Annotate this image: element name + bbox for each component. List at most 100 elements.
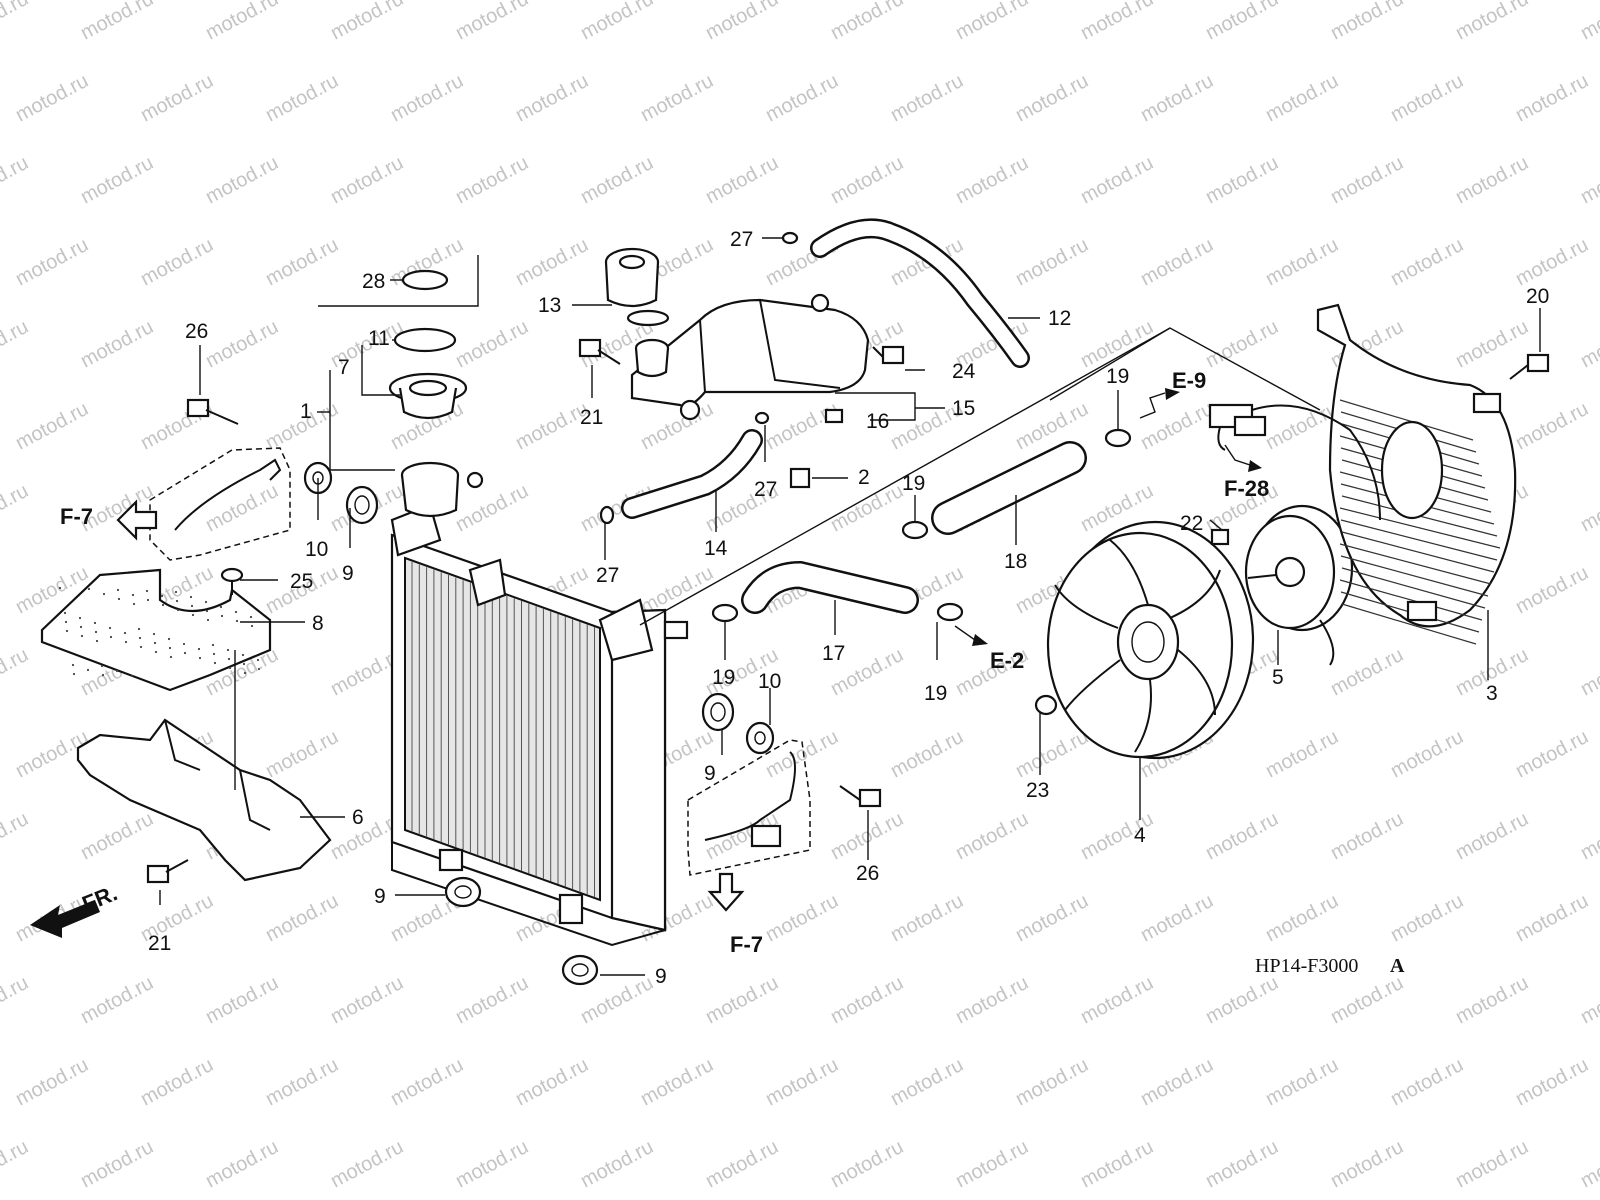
watermark-text: motod.ru	[637, 398, 717, 454]
wire-bracket-upper	[149, 447, 291, 561]
watermark-text: motod.ru	[1387, 726, 1467, 782]
callout-27-c: 27	[596, 564, 619, 587]
watermark-text: motod.ru	[1137, 398, 1217, 454]
watermark-text: motod.ru	[1137, 70, 1217, 126]
callout-7: 7	[338, 356, 350, 379]
watermark-text: motod.ru	[1327, 644, 1407, 700]
callout-26-b: 26	[856, 862, 879, 885]
watermark-text: motod.ru	[77, 316, 157, 372]
hoses	[621, 218, 1087, 614]
watermark-text: motod.ru	[512, 1054, 592, 1110]
watermark-text: motod.ru	[262, 726, 342, 782]
watermark-text: motod.ru	[1577, 972, 1600, 1028]
watermark-text: motod.ru	[327, 0, 407, 44]
watermark-text: motod.ru	[827, 0, 907, 44]
watermark-text: motod.ru	[1577, 808, 1600, 864]
callout-19-d: 19	[924, 682, 947, 705]
watermark-text: motod.ru	[1137, 1054, 1217, 1110]
callout-19-a: 19	[1106, 365, 1129, 388]
callout-20: 20	[1526, 285, 1549, 308]
watermark-text: motod.ru	[1387, 1054, 1467, 1110]
watermark-text: motod.ru	[452, 480, 532, 536]
watermark-text: motod.ru	[1327, 972, 1407, 1028]
watermark-text: motod.ru	[1262, 1054, 1342, 1110]
watermark-text: motod.ru	[0, 0, 32, 44]
watermark-text: motod.ru	[1012, 890, 1092, 946]
watermark-text: motod.ru	[1202, 972, 1282, 1028]
watermark-text: motod.ru	[77, 1136, 157, 1192]
ref-f7-left: F-7	[60, 504, 93, 529]
watermark-text: motod.ru	[702, 152, 782, 208]
callout-15: 15	[952, 397, 975, 420]
watermark-text: motod.ru	[637, 70, 717, 126]
callout-9-b: 9	[704, 762, 716, 785]
watermark-text: motod.ru	[952, 1136, 1032, 1192]
watermark-text: motod.ru	[1452, 972, 1532, 1028]
watermark-text: motod.ru	[327, 1136, 407, 1192]
watermark-text: motod.ru	[0, 1136, 32, 1192]
watermark-text: motod.ru	[327, 972, 407, 1028]
callout-19-b: 19	[902, 472, 925, 495]
watermark-text: motod.ru	[1452, 152, 1532, 208]
watermark-text: motod.ru	[952, 808, 1032, 864]
watermark-text: motod.ru	[202, 480, 282, 536]
watermark-text: motod.ru	[0, 152, 32, 208]
radiator-cap	[388, 269, 468, 420]
watermark-text: motod.ru	[762, 398, 842, 454]
watermark-text: motod.ru	[1387, 890, 1467, 946]
watermark-text: motod.ru	[137, 234, 217, 290]
watermark-text: motod.ru	[0, 480, 32, 536]
watermark-text: motod.ru	[637, 1054, 717, 1110]
watermark-text: motod.ru	[1452, 316, 1532, 372]
leader-lines	[159, 237, 1541, 976]
watermark-text: motod.ru	[887, 726, 967, 782]
watermark-text: motod.ru	[1202, 316, 1282, 372]
callout-11: 11	[368, 327, 390, 350]
watermark-text: motod.ru	[1262, 234, 1342, 290]
watermark-text: motod.ru	[1577, 644, 1600, 700]
watermark-text: motod.ru	[452, 152, 532, 208]
watermark-text: motod.ru	[762, 726, 842, 782]
callout-6: 6	[352, 806, 364, 829]
watermark-text: motod.ru	[202, 1136, 282, 1192]
watermark-text: motod.ru	[577, 0, 657, 44]
watermark-text: motod.ru	[262, 234, 342, 290]
watermark-text: motod.ru	[1077, 152, 1157, 208]
fan-shroud	[1316, 303, 1517, 645]
watermark-text: motod.ru	[1262, 70, 1342, 126]
watermark-text: motod.ru	[1262, 890, 1342, 946]
watermark-text: motod.ru	[577, 1136, 657, 1192]
watermark-text: motod.ru	[1327, 152, 1407, 208]
watermark-text: motod.ru	[0, 972, 32, 1028]
watermark-text: motod.ru	[1577, 480, 1600, 536]
watermark-text: motod.ru	[452, 0, 532, 44]
callout-27-a: 27	[730, 228, 753, 251]
watermark-text: motod.ru	[452, 1136, 532, 1192]
fan-motor	[1244, 504, 1354, 666]
callout-3: 3	[1486, 682, 1498, 705]
callout-21-a: 21	[580, 406, 603, 429]
watermark-text: motod.ru	[702, 0, 782, 44]
watermark-text: motod.ru	[12, 1054, 92, 1110]
watermark-text: motod.ru	[702, 1136, 782, 1192]
watermark-text: motod.ru	[1512, 234, 1592, 290]
watermark-text: motod.ru	[887, 1054, 967, 1110]
watermark-text: motod.ru	[1137, 234, 1217, 290]
callout-5: 5	[1272, 666, 1284, 689]
watermark-text: motod.ru	[1077, 1136, 1157, 1192]
wire-bracket-lower	[687, 739, 811, 876]
watermark-text: motod.ru	[12, 70, 92, 126]
watermark-text: motod.ru	[1012, 234, 1092, 290]
watermark-text: motod.ru	[1387, 70, 1467, 126]
watermark-text: motod.ru	[1452, 0, 1532, 44]
watermark-text: motod.ru	[387, 1054, 467, 1110]
ref-arrows	[30, 388, 1262, 938]
watermark-text: motod.ru	[262, 1054, 342, 1110]
callout-10-b: 10	[758, 670, 781, 693]
watermark-text: motod.ru	[387, 70, 467, 126]
ref-e2: E-2	[990, 648, 1024, 673]
radiator	[390, 461, 689, 947]
watermark-text: motod.ru	[1452, 1136, 1532, 1192]
watermark-text: motod.ru	[512, 70, 592, 126]
